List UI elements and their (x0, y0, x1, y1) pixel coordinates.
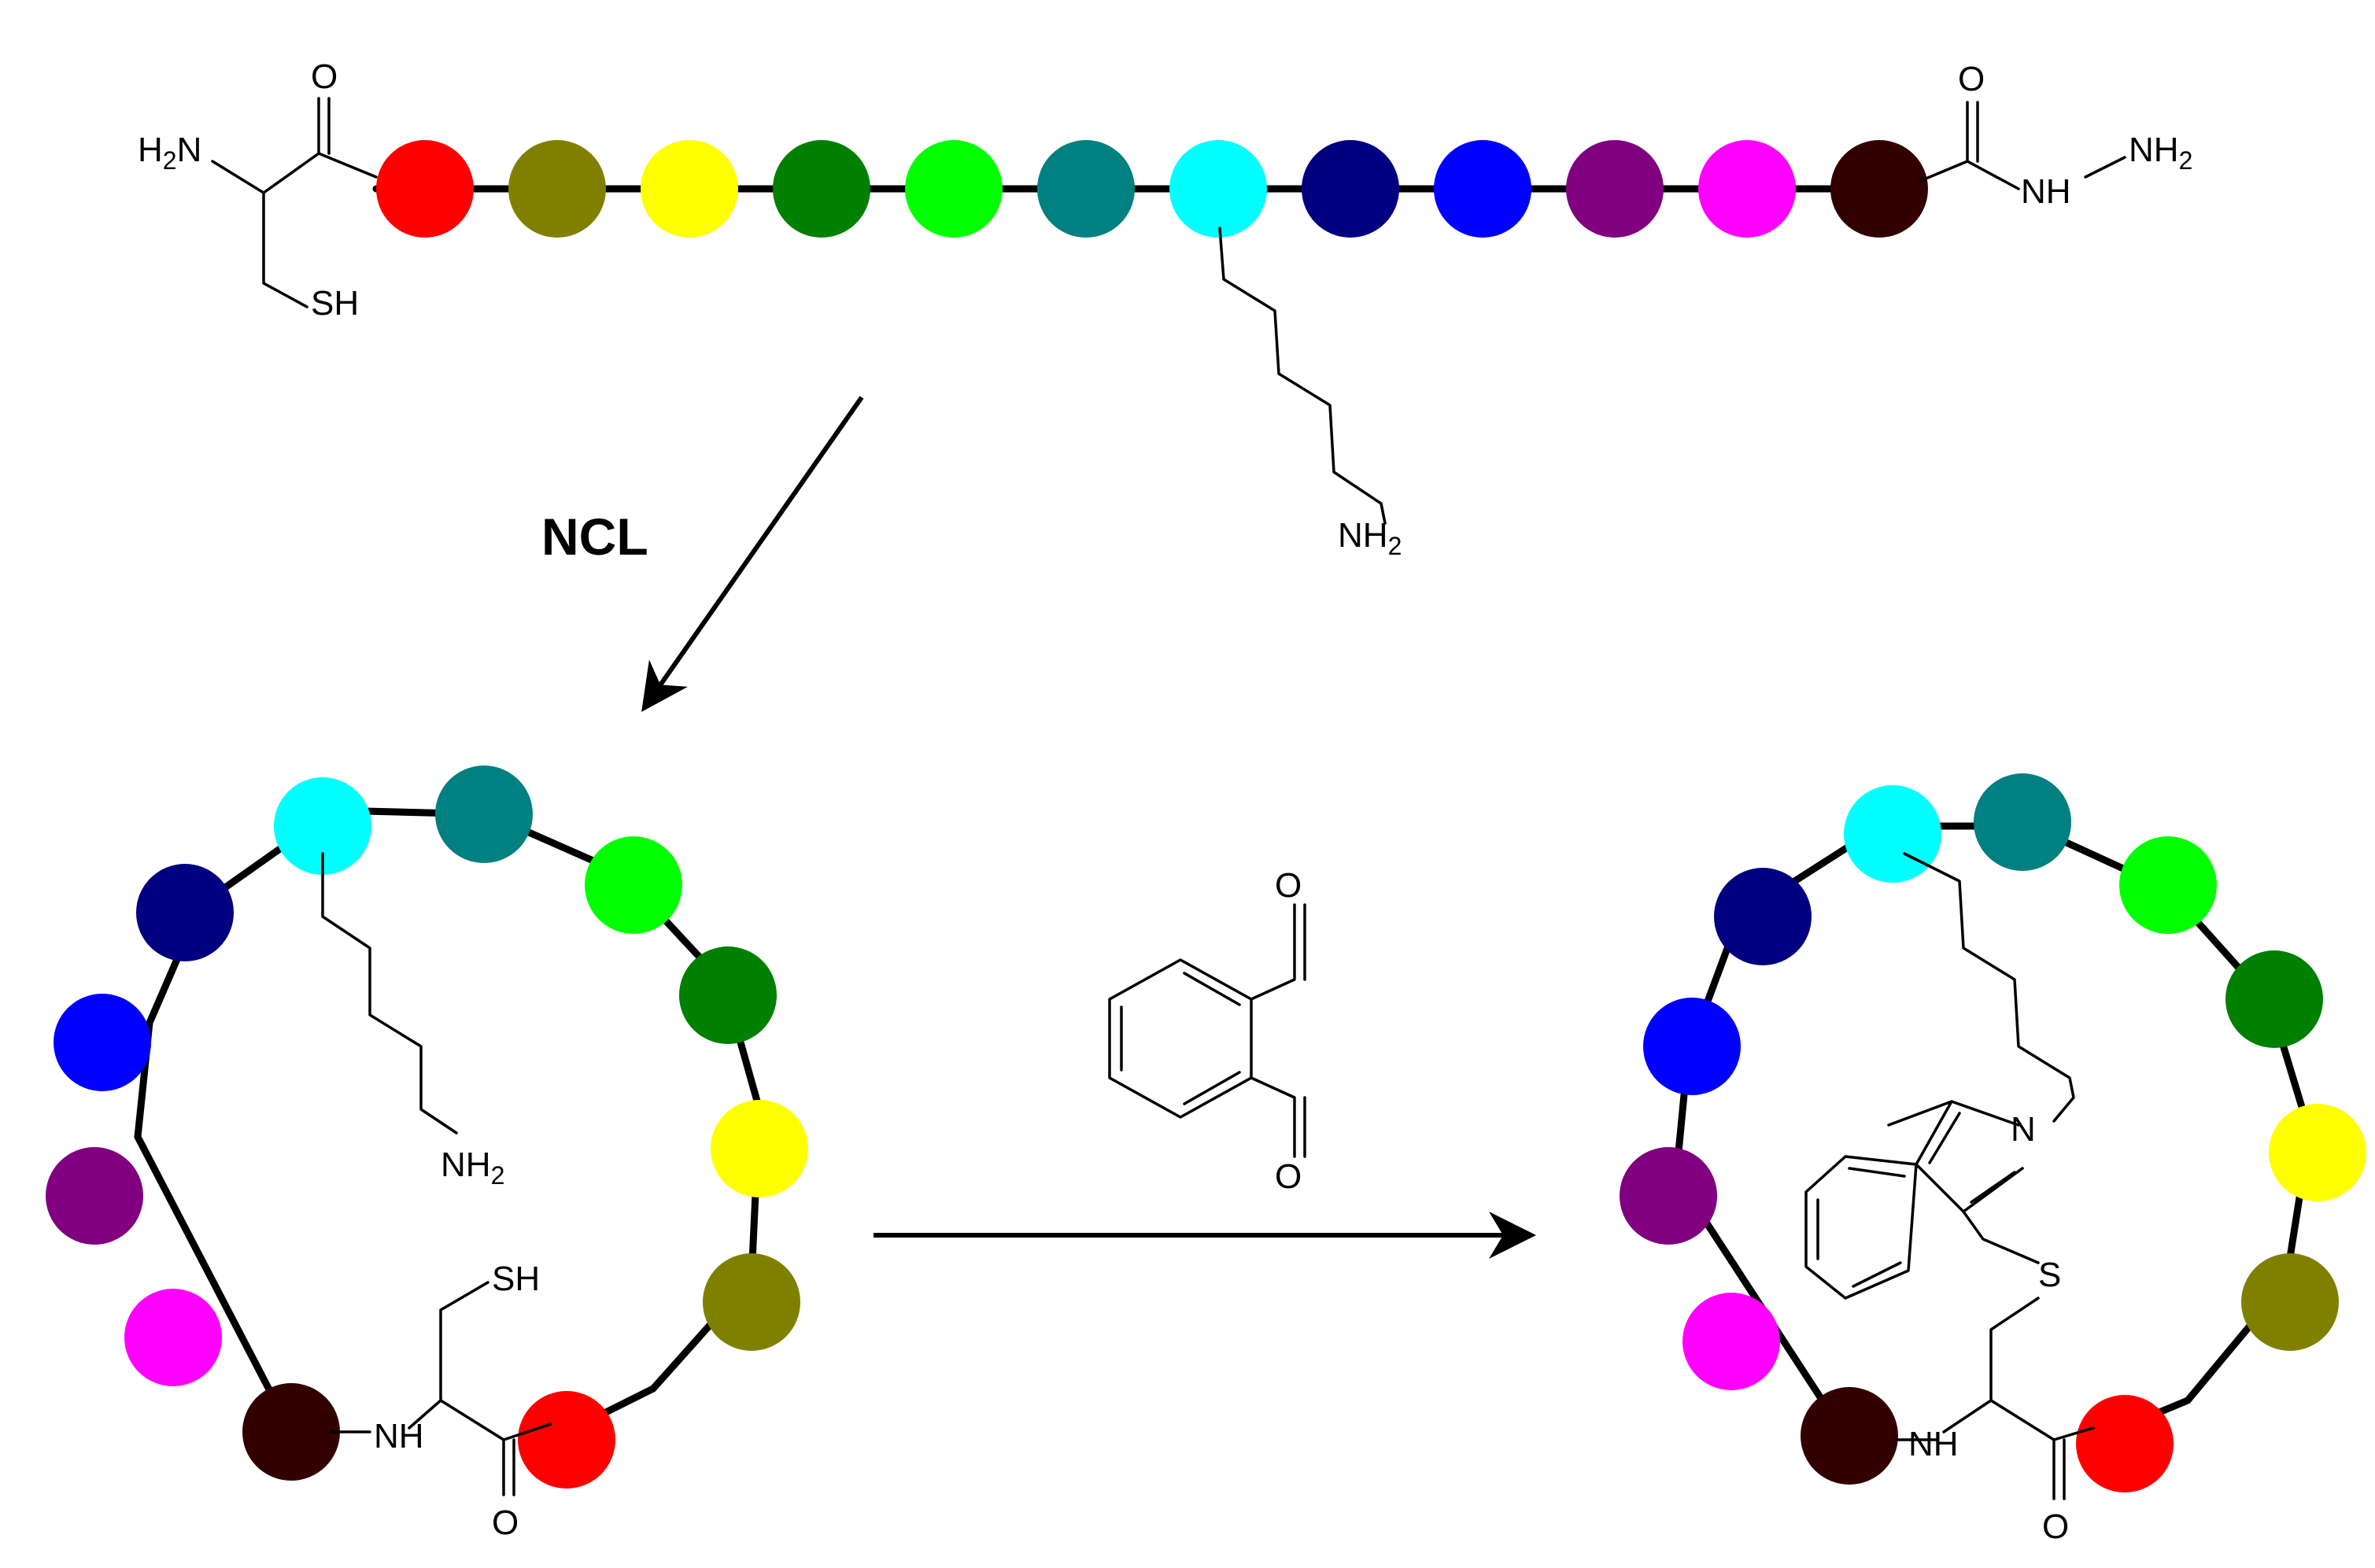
residue-bead (518, 1391, 615, 1489)
residue-bead (54, 994, 151, 1091)
residue-bead (2076, 1395, 2174, 1492)
residue-bead (435, 766, 533, 863)
aldehyde-oxygen-bottom-label: O (1275, 1157, 1302, 1196)
residue-bead (2269, 1104, 2366, 1201)
cyclic-peptide-thiol: NH2 NH SH O (46, 766, 808, 1542)
residue-bead (274, 777, 371, 875)
aldehyde-bonds (1250, 903, 1306, 1158)
residue-bead (585, 836, 682, 934)
lysine-amine-label: NH2 (1338, 516, 1402, 560)
residue-bead (1037, 140, 1135, 238)
residue-bead (1844, 785, 1941, 883)
residue-bead (2225, 950, 2323, 1048)
hydrazide-nh2-label: NH2 (2129, 131, 2192, 175)
lysine-amine-left-label: NH2 (441, 1146, 504, 1190)
ncl-arrow (641, 396, 864, 712)
residue-bead (1566, 140, 1664, 238)
hydrazide-oxygen-label: O (1958, 60, 1985, 98)
lysine-sidechain-left (321, 852, 458, 1134)
residue-bead (1974, 773, 2071, 871)
cys-junction-left (329, 1281, 552, 1496)
cyclic-right-residues (1620, 773, 2366, 1492)
residue-bead (711, 1100, 808, 1197)
lysine-sidechain-bonds (1218, 227, 1387, 525)
carbonyl-oxygen-left-label: O (492, 1503, 519, 1542)
residue-bead (1169, 140, 1267, 238)
hydrazide-nh-label: NH (2021, 172, 2071, 211)
thioether-sulfur-label: S (2038, 1256, 2061, 1294)
carbonyl-oxygen-label: O (311, 57, 338, 96)
cyclic-left-residues (46, 766, 808, 1489)
n-terminus-amine-label: H2N (138, 131, 201, 175)
residue-bead (376, 140, 474, 238)
linear-residues (376, 140, 1928, 238)
residue-bead (1620, 1147, 1717, 1245)
hydrazide-bonds (1919, 101, 2126, 190)
residue-bead (773, 140, 870, 238)
residue-bead (46, 1147, 143, 1245)
cys-junction-right (1895, 1297, 2095, 1500)
lysine-sidechain-right (1903, 852, 2075, 1123)
amide-nh-right-label: NH (1908, 1425, 1959, 1463)
residue-bead (1643, 998, 1741, 1095)
benzene-ring (1108, 958, 1253, 1119)
residue-bead (2119, 836, 2217, 934)
aldehyde-oxygen-top-label: O (1275, 866, 1302, 905)
residue-bead (1801, 1387, 1898, 1485)
residue-bead (905, 140, 1003, 238)
cyclic-peptide-stapled: N S NH O (1620, 773, 2366, 1546)
residue-bead (1698, 140, 1796, 238)
residue-bead (1714, 868, 1812, 965)
residue-bead (1434, 140, 1531, 238)
linear-peptide: H2N O SH O NH NH2 NH2 (138, 57, 2192, 560)
residue-bead (679, 946, 777, 1044)
residue-bead (124, 1289, 222, 1386)
thiol-left-label: SH (492, 1260, 540, 1298)
amide-nh-left-label: NH (374, 1417, 424, 1455)
residue-bead (2241, 1253, 2339, 1351)
residue-bead (1830, 140, 1928, 238)
ncl-label: NCL (541, 507, 648, 566)
residue-bead (703, 1253, 800, 1351)
thiol-label: SH (311, 284, 359, 323)
residue-bead (641, 140, 738, 238)
carbonyl-oxygen-right-label: O (2042, 1507, 2069, 1546)
ring-nitrogen-label: N (2011, 1110, 2036, 1149)
isoindole-bonds (1804, 1100, 2040, 1300)
phthalaldehyde-reagent: O O (1108, 866, 1306, 1196)
residue-bead (242, 1383, 340, 1481)
cys-nterm-bonds (211, 97, 378, 308)
residue-bead (1302, 140, 1399, 238)
residue-bead (1682, 1293, 1780, 1390)
residue-bead (136, 864, 234, 961)
residue-bead (508, 140, 606, 238)
